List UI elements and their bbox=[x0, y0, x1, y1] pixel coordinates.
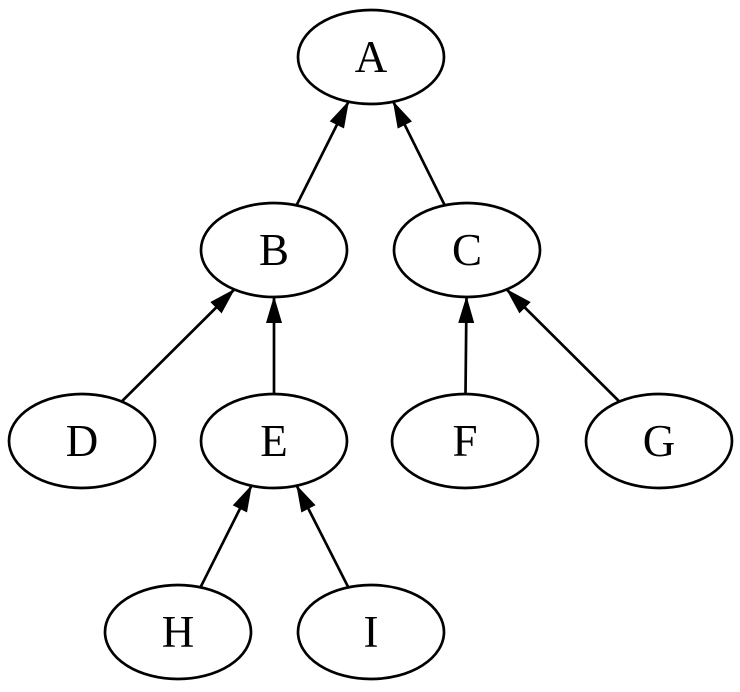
node-A: A bbox=[296, 8, 446, 106]
node-I-label: I bbox=[364, 607, 379, 657]
edge-G-C bbox=[505, 288, 621, 403]
edge-C-A bbox=[392, 100, 446, 206]
node-E: E bbox=[199, 392, 349, 490]
nodes-layer: A B C D E F G H I bbox=[7, 8, 734, 681]
edge-B-A bbox=[295, 100, 350, 206]
node-B-label: B bbox=[259, 225, 289, 275]
node-F-ellipse bbox=[390, 392, 540, 490]
node-E-label: E bbox=[260, 416, 288, 466]
node-G-label: G bbox=[643, 416, 676, 466]
node-I-ellipse bbox=[296, 583, 446, 681]
node-A-ellipse bbox=[296, 8, 446, 106]
node-A-label: A bbox=[355, 32, 388, 82]
node-F: F bbox=[390, 392, 540, 490]
node-C-label: C bbox=[452, 225, 482, 275]
node-B-ellipse bbox=[199, 201, 349, 299]
edges-layer bbox=[120, 100, 621, 588]
node-G-ellipse bbox=[584, 392, 734, 490]
node-F-label: F bbox=[452, 416, 477, 466]
edge-I-E bbox=[295, 484, 350, 588]
edge-F-C bbox=[458, 296, 475, 395]
node-H: H bbox=[103, 583, 253, 681]
node-C-ellipse bbox=[392, 201, 542, 299]
node-D: D bbox=[7, 392, 157, 490]
edge-H-E bbox=[199, 484, 253, 588]
node-B: B bbox=[199, 201, 349, 299]
node-I: I bbox=[296, 583, 446, 681]
node-D-ellipse bbox=[7, 392, 157, 490]
node-C: C bbox=[392, 201, 542, 299]
edge-D-B bbox=[120, 288, 236, 403]
node-H-label: H bbox=[162, 607, 195, 657]
node-D-label: D bbox=[66, 416, 99, 466]
node-G: G bbox=[584, 392, 734, 490]
node-E-ellipse bbox=[199, 392, 349, 490]
node-H-ellipse bbox=[103, 583, 253, 681]
